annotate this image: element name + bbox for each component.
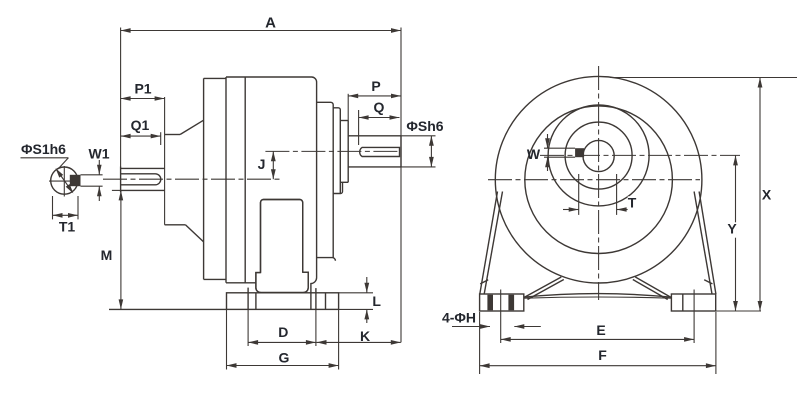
svg-text:Q: Q <box>374 99 385 115</box>
svg-text:ΦSh6: ΦSh6 <box>406 118 443 134</box>
svg-text:F: F <box>598 347 607 363</box>
svg-text:L: L <box>372 293 381 309</box>
svg-text:K: K <box>360 328 370 344</box>
svg-text:E: E <box>596 322 605 338</box>
svg-text:Y: Y <box>727 221 737 237</box>
svg-text:T: T <box>628 195 637 211</box>
svg-text:M: M <box>101 247 113 263</box>
svg-text:T1: T1 <box>59 218 76 234</box>
svg-text:4-ΦH: 4-ΦH <box>442 310 476 326</box>
svg-text:W: W <box>527 146 541 162</box>
svg-text:G: G <box>278 349 289 365</box>
svg-text:D: D <box>278 324 288 340</box>
svg-text:W1: W1 <box>89 146 110 162</box>
svg-text:Q1: Q1 <box>131 117 150 133</box>
svg-text:P1: P1 <box>134 81 151 97</box>
svg-text:P: P <box>371 78 380 94</box>
svg-text:A: A <box>265 14 276 31</box>
svg-text:X: X <box>762 187 772 203</box>
svg-text:ΦS1h6: ΦS1h6 <box>21 141 66 157</box>
svg-text:J: J <box>258 156 266 172</box>
